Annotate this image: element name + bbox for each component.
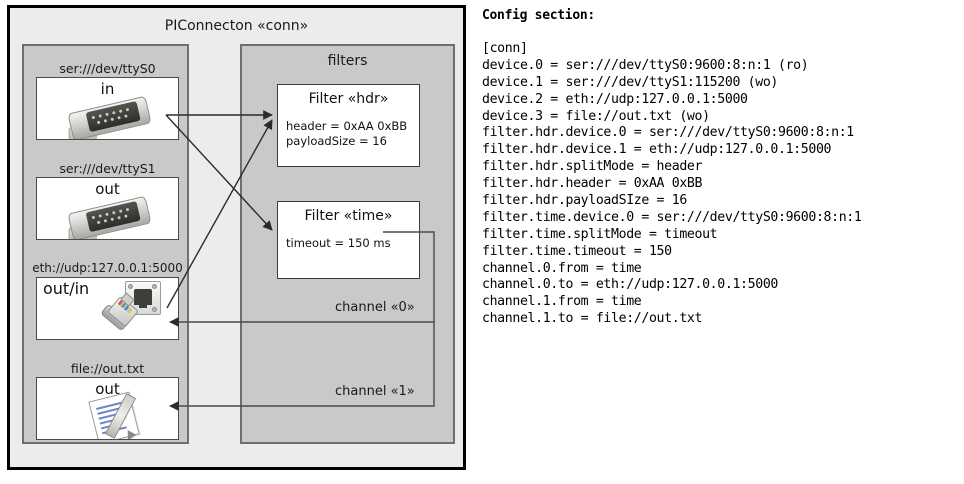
ethernet-icon — [100, 281, 175, 339]
device-file-out[interactable]: file://out.txt out — [36, 360, 179, 440]
text-file-icon — [88, 391, 147, 439]
config-line: channel.0.to = eth://udp:127.0.0.1:5000 — [482, 277, 778, 293]
filter-property: payloadSize = 16 — [286, 134, 387, 148]
config-line: channel.0.from = time — [482, 260, 642, 276]
config-line: device.1 = ser:///dev/ttyS1:115200 (wo) — [482, 74, 778, 90]
filter-title: Filter «time» — [304, 208, 393, 224]
filter-card-hdr[interactable]: Filter «hdr» header = 0xAA 0xBB payloadS… — [277, 84, 420, 167]
config-heading: Config section: — [482, 8, 595, 23]
device-card[interactable]: out — [36, 177, 179, 240]
config-line: [conn] — [482, 41, 528, 56]
config-text: [conn]device.0 = ser:///dev/ttyS0:9600:8… — [482, 41, 952, 328]
devices-container: ser:///dev/ttyS0 in — [22, 44, 189, 444]
config-line: filter.hdr.device.1 = eth://udp:127.0.0.… — [482, 142, 832, 158]
config-line: filter.time.timeout = 150 — [482, 243, 672, 259]
device-direction: in — [100, 80, 115, 98]
config-line: filter.hdr.payloadSIze = 16 — [482, 193, 687, 209]
device-serial-ttyS0[interactable]: ser:///dev/ttyS0 in — [36, 60, 179, 140]
config-panel: Config section: [conn]device.0 = ser:///… — [482, 8, 952, 328]
filter-card-time[interactable]: Filter «time» timeout = 150 ms — [277, 201, 420, 279]
filter-title: Filter «hdr» — [308, 91, 389, 107]
device-serial-ttyS1[interactable]: ser:///dev/ttyS1 out — [36, 160, 179, 240]
config-line: channel.1.from = time — [482, 294, 642, 310]
config-line: device.0 = ser:///dev/ttyS0:9600:8:n:1 (… — [482, 57, 809, 73]
device-card[interactable]: in — [36, 77, 179, 140]
device-label: ser:///dev/ttyS0 — [59, 61, 156, 76]
config-line: filter.time.splitMode = timeout — [482, 226, 718, 242]
device-label: file://out.txt — [70, 361, 145, 376]
config-line: channel.1.to = file://out.txt — [482, 311, 703, 327]
device-label: ser:///dev/ttyS1 — [59, 161, 156, 176]
device-card[interactable]: out — [36, 377, 179, 440]
page-title: PIConnecton «conn» — [164, 18, 309, 34]
config-line: filter.hdr.splitMode = header — [482, 159, 703, 175]
channel-0-label: channel «0» — [335, 300, 415, 315]
filter-property: header = 0xAA 0xBB — [286, 119, 408, 133]
device-card[interactable]: out/in — [36, 277, 179, 340]
device-direction: out — [95, 380, 120, 398]
filter-properties: timeout = 150 ms — [278, 224, 419, 251]
device-direction: out — [95, 180, 120, 198]
filters-title: filters — [327, 53, 368, 69]
device-direction: out/in — [43, 279, 90, 298]
device-eth-udp[interactable]: eth://udp:127.0.0.1:5000 out/in — [32, 260, 183, 340]
config-line: device.3 = file://out.txt (wo) — [482, 108, 710, 124]
device-label: eth://udp:127.0.0.1:5000 — [32, 261, 183, 275]
config-line: filter.hdr.header = 0xAA 0xBB — [482, 176, 703, 192]
filter-properties: header = 0xAA 0xBB payloadSize = 16 — [278, 107, 419, 149]
config-line: device.2 = eth://udp:127.0.0.1:5000 — [482, 91, 748, 107]
filter-property: timeout = 150 ms — [286, 236, 391, 250]
config-line: filter.time.device.0 = ser:///dev/ttyS0:… — [482, 209, 862, 225]
config-line: filter.hdr.device.0 = ser:///dev/ttyS0:9… — [482, 125, 854, 141]
channel-1-label: channel «1» — [335, 384, 415, 399]
connection-diagram: PIConnecton «conn» ser:///dev/ttyS0 in — [7, 5, 466, 470]
